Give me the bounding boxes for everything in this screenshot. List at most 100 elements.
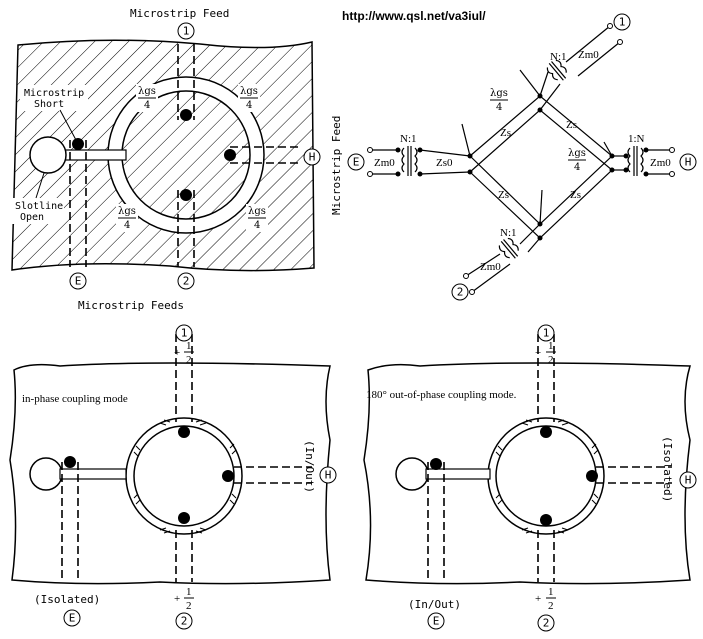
port-e-marker: E [69, 272, 87, 290]
slotline-right [425, 468, 491, 480]
slotline-open-label-2: Open [20, 212, 44, 223]
svg-text:H: H [685, 156, 692, 169]
microstrip-short-label-2: Short [34, 99, 64, 110]
svg-text:E: E [69, 612, 76, 625]
in-out-label-right: (In/Out) [408, 598, 461, 611]
svg-text:4: 4 [144, 100, 150, 111]
mode-label-right: 180° out-of-phase coupling mode. [366, 389, 517, 401]
port-2-marker: 2 [177, 272, 195, 290]
svg-text:1: 1 [181, 327, 188, 340]
zm0-left: Zm0 [374, 157, 395, 169]
port-1-circuit: 1 [613, 13, 631, 31]
zm0-bottom: Zm0 [480, 261, 501, 273]
port-e-right: E [427, 612, 445, 630]
svg-text:λgs: λgs [240, 86, 258, 97]
ring-inner-left [133, 425, 235, 527]
svg-text:E: E [433, 615, 440, 628]
svg-text:E: E [75, 275, 82, 288]
svg-text:4: 4 [246, 100, 252, 111]
zs-upper-left: Zs [500, 127, 511, 139]
in-phase-mode-diagram: in-phase coupling mode 1 + 1 2 + 1 2 2 [9, 324, 337, 630]
port-2-circuit: 2 [451, 283, 469, 301]
one-n-right: 1:N [628, 133, 645, 145]
microstrip-feeds-label: Microstrip Feeds [78, 299, 184, 312]
svg-text:1: 1 [543, 327, 550, 340]
microstrip-short-label-1: Microstrip [24, 88, 84, 99]
n1-left: N:1 [400, 133, 417, 145]
svg-text:H: H [309, 151, 316, 164]
slot-open-left [29, 457, 63, 491]
out-of-phase-mode-diagram: 180° out-of-phase coupling mode. 1 − 1 2… [363, 324, 697, 632]
zs0-left: Zs0 [436, 157, 453, 169]
current-arrows-right [495, 419, 599, 534]
transformer-right [627, 146, 644, 176]
amp-sign-bottom-left: + [174, 593, 180, 605]
port-h-circuit: H [679, 153, 697, 171]
port-h-left: H [319, 466, 337, 484]
quarter-wave-label-br: λgs 4 [246, 204, 268, 232]
port-2-left: 2 [175, 612, 193, 630]
svg-text:H: H [325, 469, 332, 482]
svg-text:λgs: λgs [248, 206, 266, 217]
half-den-bottom-left: 2 [186, 600, 192, 612]
transformer-left [401, 146, 418, 176]
half-den-top-right: 2 [548, 354, 554, 366]
svg-text:2: 2 [543, 617, 550, 630]
svg-text:λgs: λgs [490, 88, 508, 99]
half-num-bottom-right: 1 [548, 586, 554, 598]
microstrip-feed-title: Microstrip Feed [130, 7, 229, 20]
slotline [61, 149, 127, 161]
circuit-nodes [395, 93, 649, 241]
zm0-right: Zm0 [650, 157, 671, 169]
svg-text:1: 1 [183, 25, 190, 38]
quarter-wave-label-tl: λgs 4 [136, 84, 158, 112]
port-h-right: H [679, 471, 697, 489]
zs-lower-left: Zs [498, 189, 509, 201]
microstrip-short-dot [72, 138, 84, 150]
isolated-label-right: (Isolated) [661, 436, 674, 502]
amp-sign-top-left: + [174, 347, 180, 359]
svg-text:4: 4 [574, 162, 580, 173]
quarter-wave-label-bl: λgs 4 [116, 204, 138, 232]
slot-open-right [395, 457, 429, 491]
short-dot-bottom [180, 189, 192, 201]
port-e-circuit: E [347, 153, 365, 171]
svg-text:4: 4 [496, 102, 502, 113]
n1-bottom: N:1 [500, 227, 517, 239]
short-dot-right [224, 149, 236, 161]
zs-lower-right: Zs [570, 189, 581, 201]
svg-text:2: 2 [183, 275, 190, 288]
port-1-right: 1 [537, 324, 555, 342]
mode-label-left: in-phase coupling mode [22, 393, 128, 405]
ring-hybrid-layout-diagram: Microstrip Feed Microstrip Feeds Microst… [11, 7, 321, 312]
svg-text:4: 4 [124, 220, 130, 231]
slotline-left [59, 468, 127, 480]
svg-text:2: 2 [181, 615, 188, 628]
amp-sign-bottom-right: + [535, 593, 541, 605]
svg-text:E: E [353, 156, 360, 169]
half-num-top-left: 1 [186, 340, 192, 352]
isolated-label-left: (Isolated) [34, 593, 100, 606]
quarter-wave-label-upper: λgs 4 [490, 88, 508, 113]
port-1-left: 1 [175, 324, 193, 342]
ring-inner-right [495, 425, 597, 527]
svg-text:2: 2 [457, 286, 464, 299]
zm0-top: Zm0 [578, 49, 599, 61]
transformer-top [546, 59, 567, 81]
svg-text:λgs: λgs [568, 148, 586, 159]
transformer-bottom [498, 237, 519, 259]
microstrip-feed-side-label: Microstrip Feed [330, 116, 343, 215]
quarter-wave-label-tr: λgs 4 [238, 84, 260, 112]
zs-upper-right: Zs [566, 119, 577, 131]
slotline-open-label-1: Slotline [15, 201, 63, 212]
half-den-bottom-right: 2 [548, 600, 554, 612]
current-arrows-left [133, 419, 237, 534]
port-2-right: 2 [537, 614, 555, 632]
svg-text:λgs: λgs [118, 206, 136, 217]
svg-text:1: 1 [619, 16, 626, 29]
quarter-wave-label-right: λgs 4 [568, 148, 586, 173]
port-h-marker: H [303, 148, 321, 166]
amp-sign-top-right: − [535, 347, 541, 359]
dashed-microstrip-feeds [69, 44, 298, 267]
